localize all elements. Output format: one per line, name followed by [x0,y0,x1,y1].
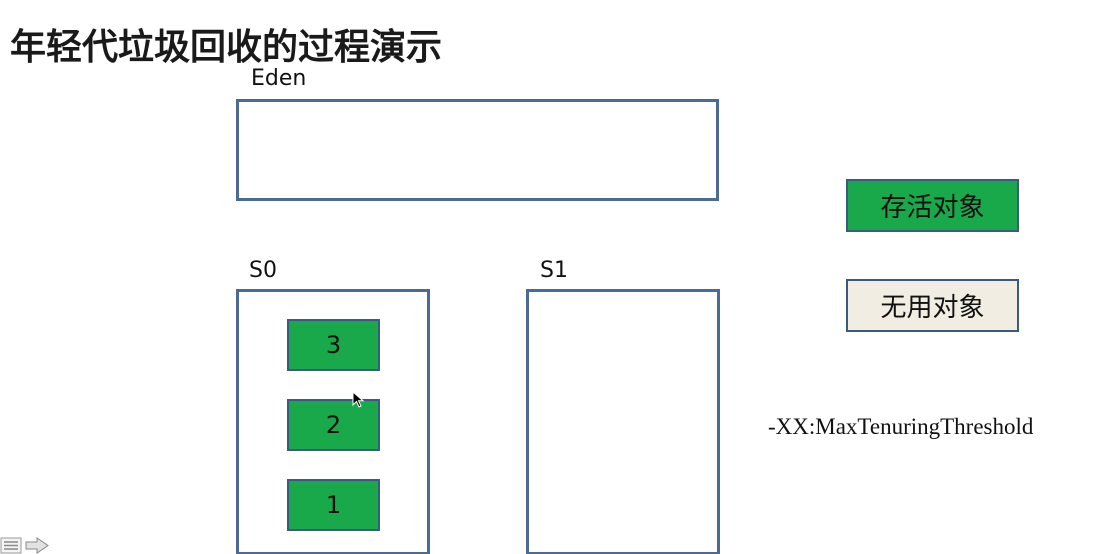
s1-region [526,289,720,554]
jvm-param-text: -XX:MaxTenuringThreshold [768,414,1034,439]
legend-dead-object: 无用对象 [846,279,1019,332]
mouse-pointer-icon [352,391,365,408]
object-label: 2 [325,411,342,439]
next-arrow-icon[interactable] [24,537,50,554]
slide-title: 年轻代垃圾回收的过程演示 [10,27,443,68]
s1-label: S1 [540,258,568,283]
legend-dead-label: 无用对象 [880,293,985,323]
s0-object-2: 2 [287,399,380,451]
object-label: 3 [325,331,342,359]
legend-live-object: 存活对象 [846,179,1019,232]
eden-label: Eden [251,66,307,91]
eden-region [236,99,719,201]
s0-object-3: 3 [287,319,380,371]
object-label: 1 [325,491,342,519]
slide-menu-icon[interactable] [0,537,22,554]
s0-label: S0 [249,258,277,283]
s0-object-1: 1 [287,479,380,531]
slide-nav [0,537,50,554]
legend-live-label: 存活对象 [880,193,985,223]
